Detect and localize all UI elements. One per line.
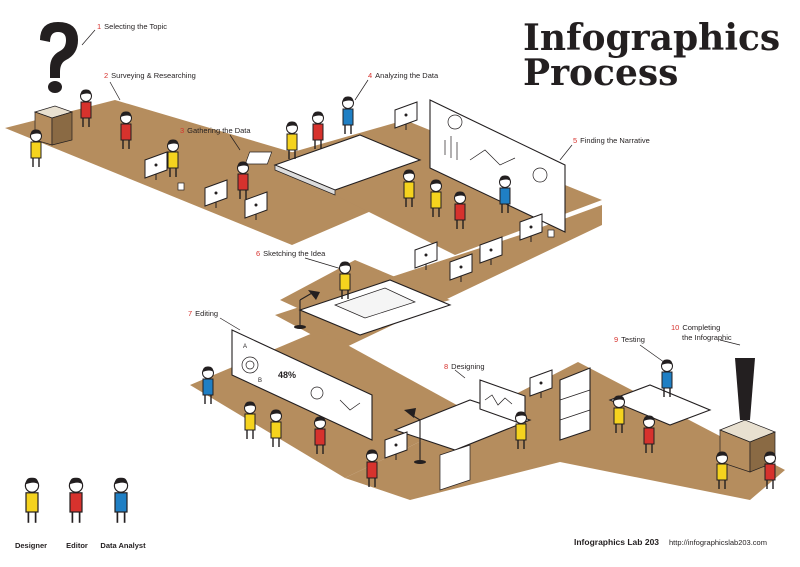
monitor-icon-7 — [519, 213, 543, 242]
person-icon-15 — [244, 401, 256, 439]
sketch-table — [298, 279, 452, 336]
legend-person-designer — [24, 477, 40, 523]
editing-board: A B 48% — [231, 329, 373, 441]
person-icon-11 — [454, 191, 466, 229]
floor-segment-1 — [5, 100, 420, 245]
monitor-icon-9 — [529, 369, 553, 398]
question-mark-icon — [40, 22, 78, 93]
person-icon-2 — [80, 89, 92, 127]
person-icon-24 — [764, 451, 776, 489]
legend-label-designer: Designer — [15, 541, 47, 550]
monitor-icon-6 — [479, 236, 503, 265]
board-letter-b: B — [258, 378, 262, 384]
monitor-icon-10 — [244, 191, 268, 220]
board-percent: 48% — [278, 370, 296, 380]
person-icon-5 — [237, 161, 249, 199]
person-icon-22 — [661, 359, 673, 397]
person-icon-7 — [312, 111, 324, 149]
person-icon-3 — [120, 111, 132, 149]
legend-person-analyst — [113, 477, 129, 523]
legend-label-editor: Editor — [66, 541, 88, 550]
monitor-icon-2 — [204, 179, 228, 208]
completion-box — [719, 419, 776, 473]
coffee-mug-icon — [177, 182, 185, 191]
legend-label-analyst: Data Analyst — [100, 541, 146, 550]
title-line-1: Infographics — [523, 17, 780, 59]
monitor-icon-8 — [384, 431, 408, 460]
person-icon-21 — [643, 415, 655, 453]
person-icon-23 — [716, 451, 728, 489]
step-label-10-line-2: the Infographic — [682, 333, 732, 342]
analysis-table — [244, 134, 422, 196]
title-line-2: Process — [523, 52, 678, 94]
person-icon-12 — [499, 175, 511, 213]
role-legend: Designer Editor Data Analyst — [15, 477, 146, 550]
person-icon-18 — [366, 449, 378, 487]
board-letter-a: A — [243, 344, 247, 350]
person-icon-10 — [430, 179, 442, 217]
people-group — [30, 89, 776, 489]
legend-figure-designer — [24, 477, 40, 523]
footer-url: http://infographicslab203.com — [669, 538, 767, 547]
monitor-icon-4 — [414, 241, 438, 270]
monitor-icon-3 — [394, 101, 418, 130]
person-icon-20 — [613, 395, 625, 433]
design-desk — [393, 379, 532, 491]
monitor-icon-1 — [144, 151, 168, 180]
person-icon-1 — [30, 129, 42, 167]
footer-brand: Infographics Lab 203 — [574, 537, 659, 547]
desk-lamp-icon-2 — [404, 408, 426, 464]
person-icon-17 — [314, 416, 326, 454]
person-icon-19 — [515, 411, 527, 449]
narrative-chart-board — [429, 99, 566, 233]
person-icon-8 — [342, 96, 354, 134]
legend-figure-editor — [68, 477, 84, 523]
coffee-mug-icon-2 — [547, 229, 555, 238]
monitor-group — [144, 101, 553, 460]
person-icon-4 — [167, 139, 179, 177]
monitor-icon-5 — [449, 253, 473, 282]
person-icon-9 — [403, 169, 415, 207]
person-icon-16 — [270, 409, 282, 447]
person-icon-13 — [339, 261, 351, 299]
legend-person-editor — [68, 477, 84, 523]
person-icon-14 — [202, 366, 214, 404]
legend-figure-analyst — [113, 477, 129, 523]
person-icon-6 — [286, 121, 298, 159]
desk-lamp-icon — [294, 290, 320, 329]
